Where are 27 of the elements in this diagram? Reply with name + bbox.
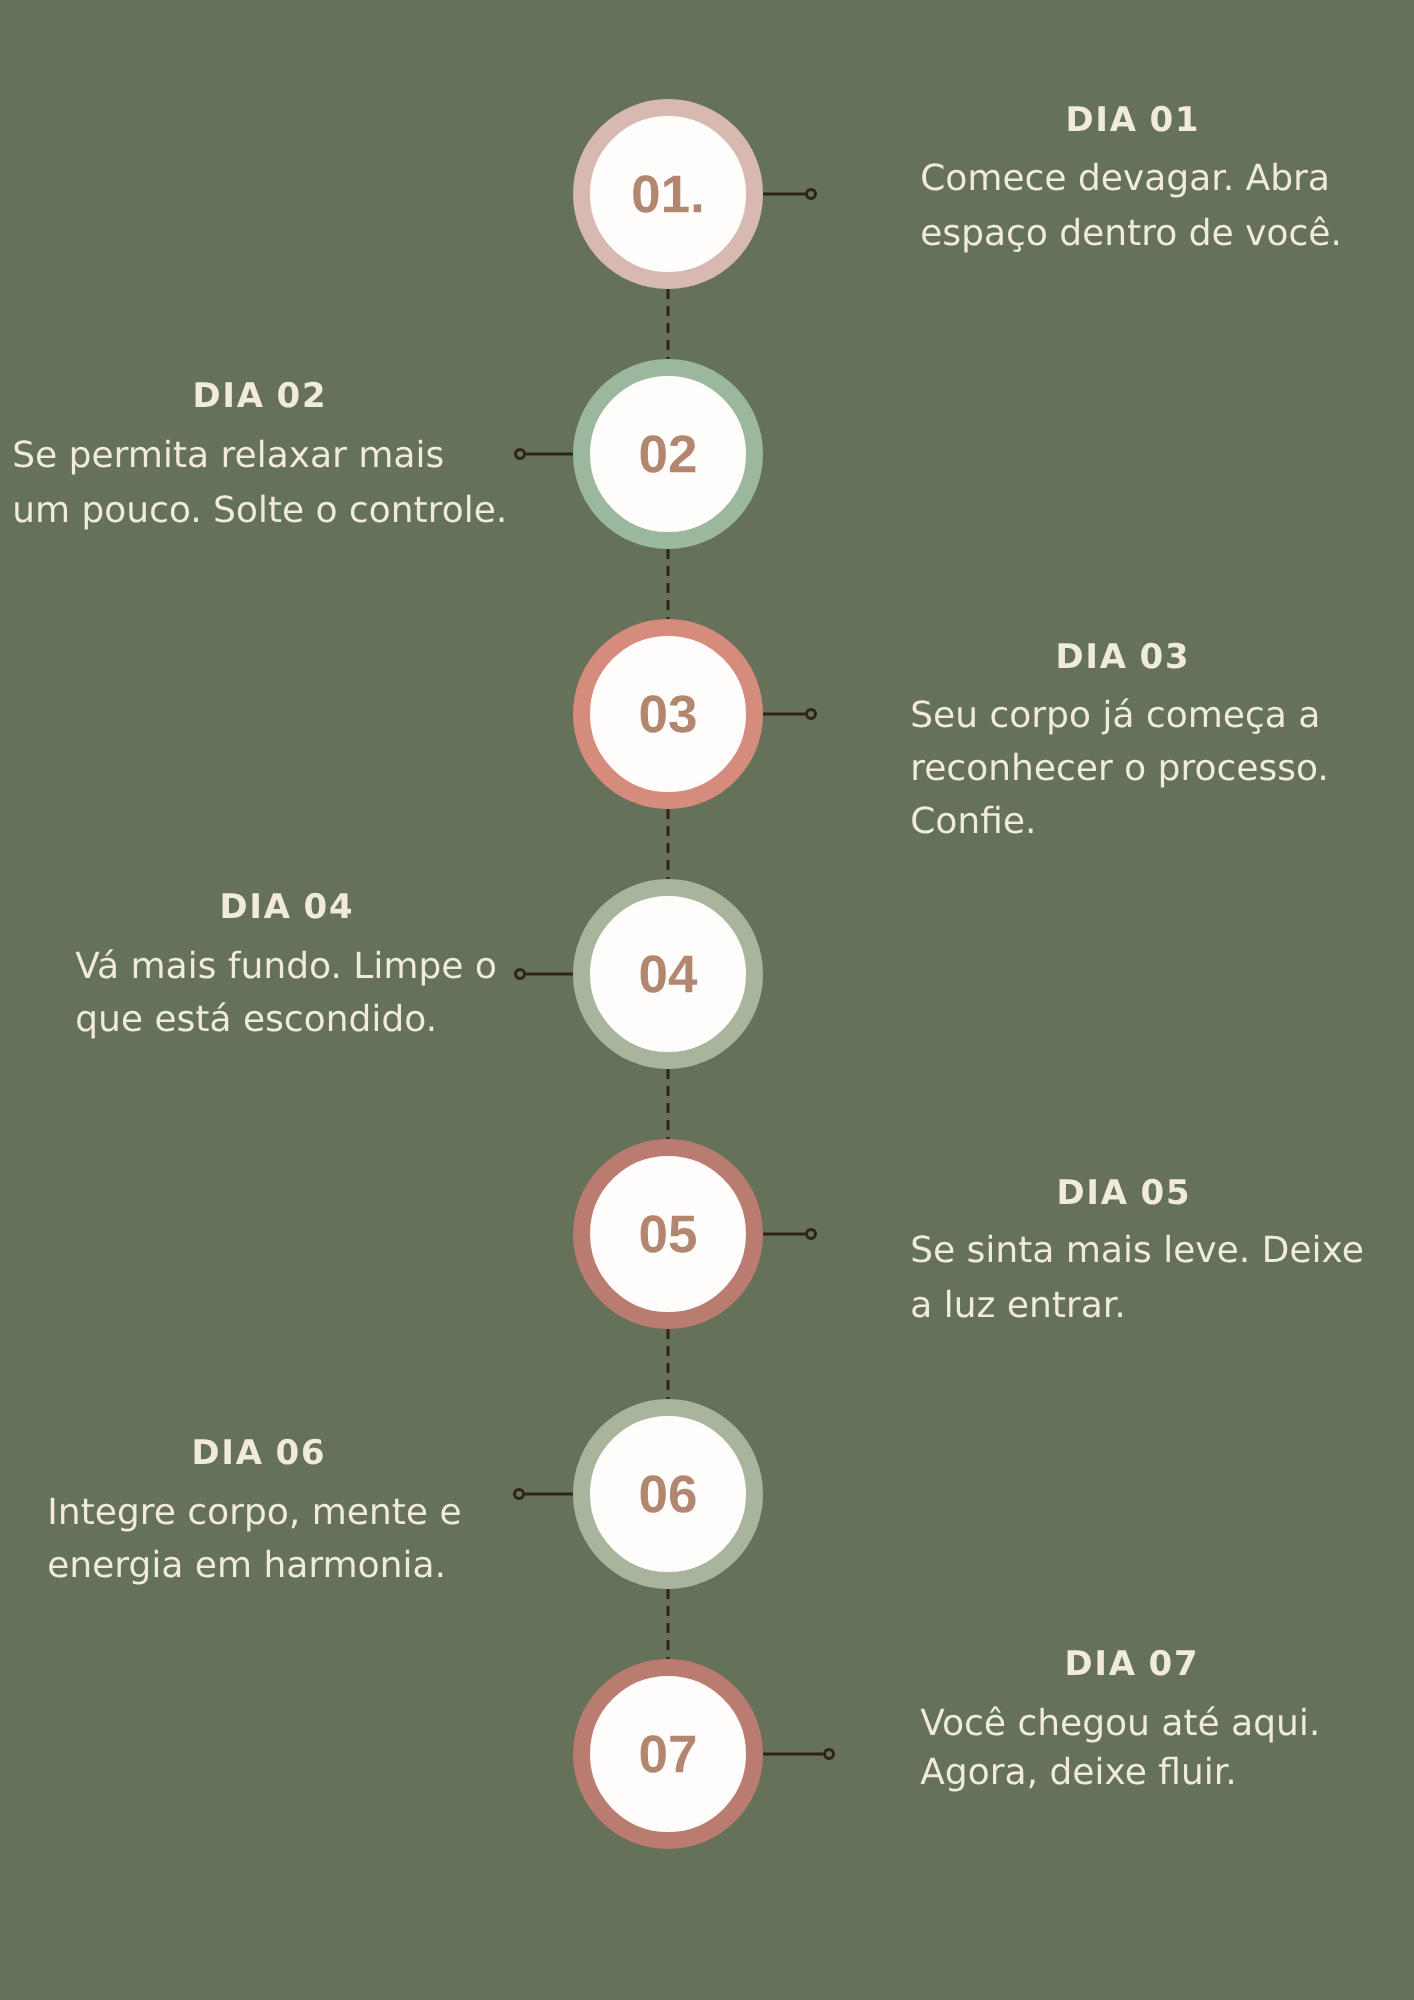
day-description: Comece devagar. Abra espaço dentro de você. (922, 162, 1338, 253)
dashed-connector (666, 1329, 670, 1399)
day-heading: DIA 02 (195, 381, 323, 408)
day-description: Se permita relaxar mais um pouco. Solte o controle. (14, 439, 504, 530)
connector-line (526, 972, 573, 976)
connector-line (763, 1752, 823, 1756)
day-heading: DIA 07 (1067, 1649, 1195, 1676)
dashed-connector (666, 809, 670, 879)
connector-line (526, 452, 573, 456)
connector-line (763, 192, 805, 196)
dashed-connector (666, 289, 670, 359)
dashed-connector (666, 1069, 670, 1139)
day-heading: DIA 03 (1058, 642, 1186, 669)
day-heading: DIA 06 (194, 1438, 323, 1465)
dashed-connector (666, 549, 670, 619)
connector-line (763, 1232, 805, 1236)
day-description: Você chegou até aqui. Agora, deixe fluir. (920, 1706, 1317, 1792)
connector-line (763, 712, 805, 716)
day-description: Seu corpo já começa a reconhecer o processo. Confie. (912, 698, 1325, 834)
day-heading: DIA 05 (1059, 1178, 1188, 1205)
day-heading: DIA 04 (222, 892, 351, 919)
day-description: Vá mais fundo. Limpe o que está escondido. (75, 949, 495, 1039)
dashed-connector (666, 1589, 670, 1659)
day-description: Integre corpo, mente e energia em harmonia. (49, 1497, 460, 1585)
day-heading: DIA 01 (1068, 105, 1197, 132)
connector-line (525, 1492, 573, 1496)
day-description: Se sinta mais leve. Deixe a luz entrar. (912, 1234, 1362, 1318)
